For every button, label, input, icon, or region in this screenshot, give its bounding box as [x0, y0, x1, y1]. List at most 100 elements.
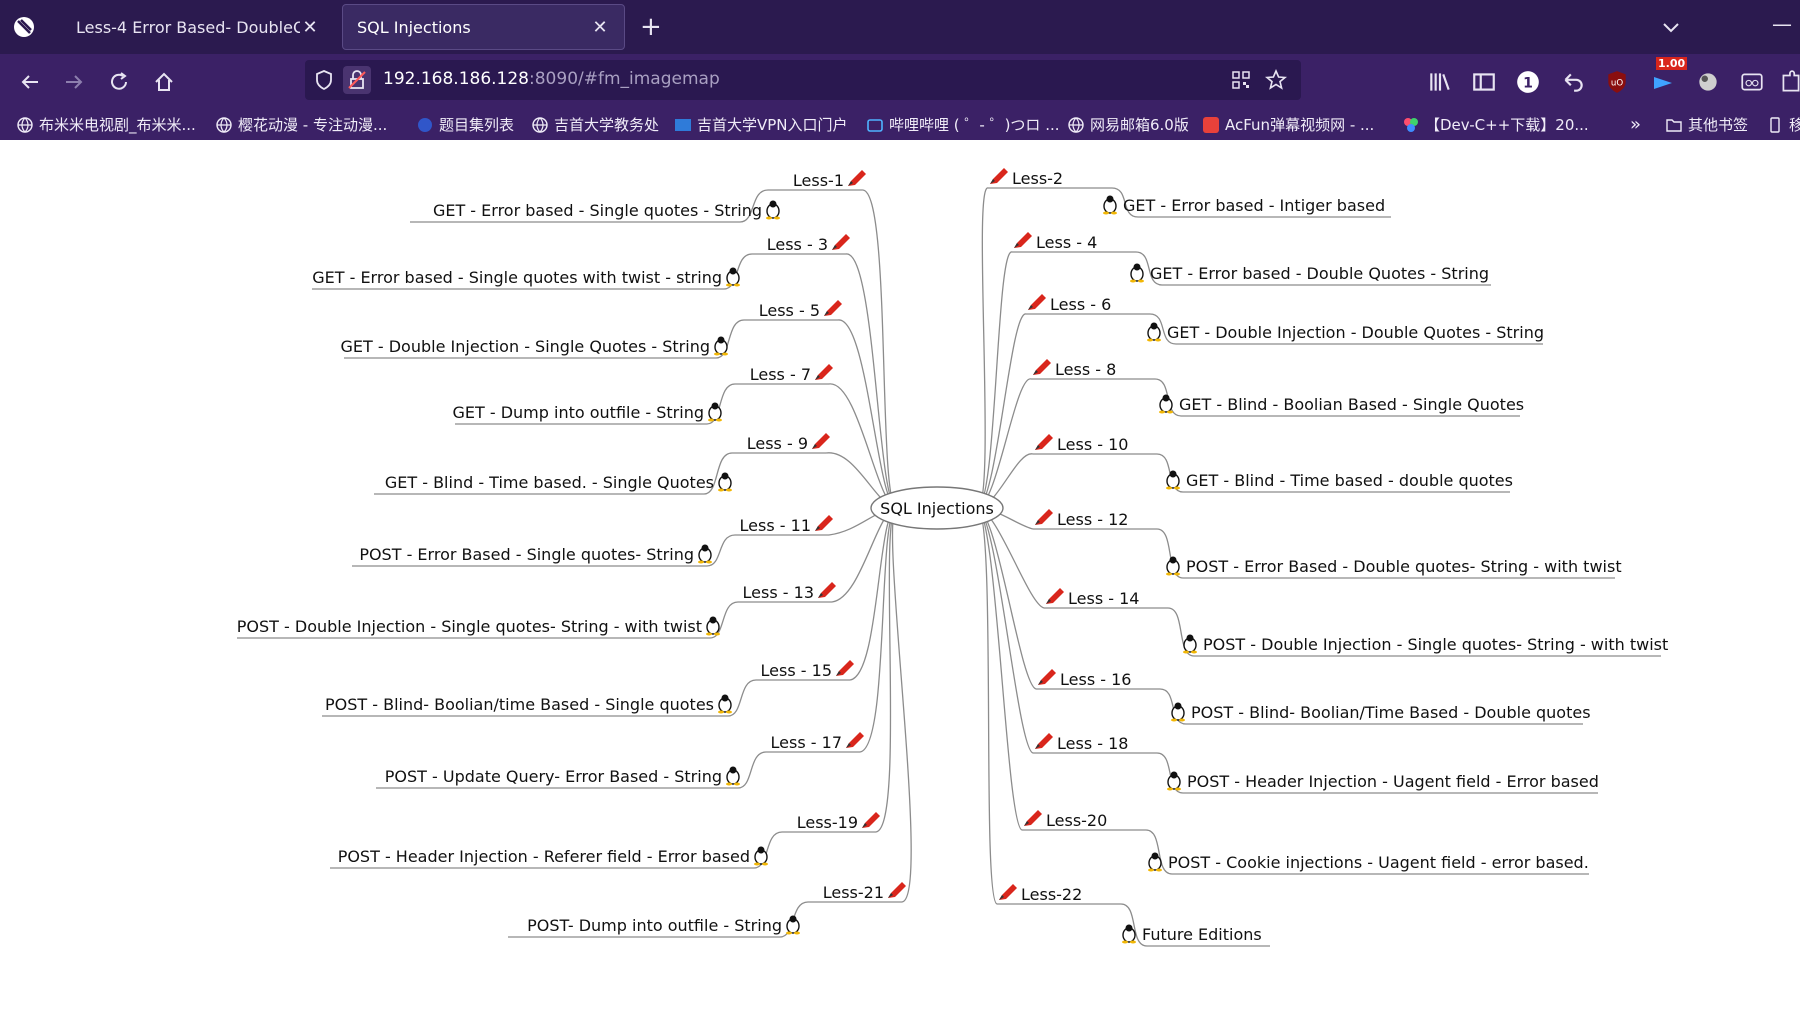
sidebar-icon[interactable] — [1471, 69, 1497, 95]
lesson-title[interactable]: POST - Header Injection - Referer field … — [338, 847, 750, 866]
lesson-title[interactable]: GET - Dump into outfile - String — [452, 403, 704, 422]
lesson-title[interactable]: POST - Blind- Boolian/Time Based - Doubl… — [1191, 703, 1591, 722]
bookmark-item[interactable]: 移 — [1766, 114, 1800, 135]
less-label[interactable]: Less - 5 — [759, 301, 820, 320]
url-text[interactable]: 192.168.186.128:8090/#fm_imagemap — [383, 69, 720, 89]
extensions-puzzle-icon[interactable] — [1778, 69, 1800, 95]
extension-ball-icon[interactable] — [1695, 69, 1721, 95]
extension-badge-button[interactable]: 1.00 — [1648, 57, 1688, 95]
lesson-title[interactable]: Future Editions — [1142, 925, 1262, 944]
linux-penguin-icon — [754, 846, 768, 866]
lesson-title[interactable]: GET - Blind - Time based - double quotes — [1186, 471, 1513, 490]
pencil-icon — [1035, 434, 1053, 450]
chevron-down-icon[interactable] — [1660, 16, 1682, 38]
library-icon[interactable] — [1427, 69, 1453, 95]
lesson-title[interactable]: POST - Double Injection - Single quotes-… — [237, 617, 702, 636]
more-bookmarks-button[interactable]: » — [1630, 114, 1641, 135]
less-label[interactable]: Less-2 — [1012, 169, 1063, 188]
branch-line — [976, 187, 989, 509]
lesson-title[interactable]: GET - Error based - Intiger based — [1123, 196, 1385, 215]
bookmark-item[interactable]: 吉首大学教务处 — [531, 114, 659, 135]
less-label[interactable]: Less - 18 — [1057, 734, 1128, 753]
close-icon[interactable]: ✕ — [302, 16, 318, 38]
shield-icon[interactable] — [313, 69, 335, 91]
less-label[interactable]: Less - 13 — [743, 583, 814, 602]
lesson-title[interactable]: POST - Error Based - Single quotes- Stri… — [359, 545, 694, 564]
star-icon[interactable] — [1265, 69, 1287, 91]
bookmark-item[interactable]: 哔哩哔哩 ( ゜- ゜)つロ ... — [866, 114, 1060, 135]
less-label[interactable]: Less - 4 — [1036, 233, 1097, 252]
qr-code-icon[interactable] — [1231, 70, 1251, 90]
sub-branch-line — [727, 679, 757, 717]
reload-button[interactable] — [106, 69, 132, 95]
less-label[interactable]: Less - 15 — [761, 661, 832, 680]
less-label[interactable]: Less - 11 — [740, 516, 811, 535]
bookmark-item[interactable]: 布米米电视剧_布米米... — [16, 114, 196, 135]
less-label[interactable]: Less - 14 — [1068, 589, 1139, 608]
lesson-title[interactable]: POST - Blind- Boolian/time Based - Singl… — [325, 695, 714, 714]
pencil-icon — [1033, 359, 1051, 375]
lock-icon[interactable] — [343, 66, 371, 94]
undo-icon[interactable] — [1560, 69, 1586, 95]
lesson-title[interactable]: GET - Blind - Boolian Based - Single Quo… — [1179, 395, 1524, 414]
svg-text:uO: uO — [1611, 78, 1623, 88]
lesson-title[interactable]: POST - Header Injection - Uagent field -… — [1187, 772, 1599, 791]
bookmark-item[interactable]: 吉首大学VPN入口门户 — [674, 114, 848, 135]
address-bar[interactable]: 192.168.186.128:8090/#fm_imagemap — [305, 60, 1301, 100]
less-label[interactable]: Less - 16 — [1060, 670, 1131, 689]
center-node[interactable] — [870, 486, 1004, 530]
pencil-icon — [1035, 733, 1053, 749]
less-label[interactable]: Less-19 — [797, 813, 858, 832]
lesson-title[interactable]: GET - Blind - Time based. - Single Quote… — [385, 473, 714, 492]
less-label[interactable]: Less-1 — [793, 171, 844, 190]
less-label[interactable]: Less-21 — [823, 883, 884, 902]
bookmark-item[interactable]: 【Dev-C++下载】20... — [1402, 114, 1589, 135]
less-label[interactable]: Less - 17 — [771, 733, 842, 752]
less-label[interactable]: Less - 7 — [750, 365, 811, 384]
less-label[interactable]: Less - 12 — [1057, 510, 1128, 529]
sub-branch-line — [753, 831, 783, 869]
lesson-title[interactable]: GET - Error based - Single quotes - Stri… — [433, 201, 762, 220]
less-label[interactable]: Less - 10 — [1057, 435, 1128, 454]
lesson-title[interactable]: GET - Double Injection - Double Quotes -… — [1167, 323, 1544, 342]
lesson-title[interactable]: POST- Dump into outfile - String — [527, 916, 782, 935]
lesson-title[interactable]: GET - Error based - Double Quotes - Stri… — [1150, 264, 1489, 283]
less-label[interactable]: Less - 8 — [1055, 360, 1116, 379]
close-icon[interactable]: ✕ — [592, 16, 608, 38]
back-button[interactable] — [17, 69, 43, 95]
pencil-icon — [832, 234, 850, 250]
lesson-title[interactable]: POST - Double Injection - Single quotes-… — [1203, 635, 1668, 654]
less-label[interactable]: Less-20 — [1046, 811, 1107, 830]
minimize-button[interactable]: — — [1772, 12, 1792, 36]
bookmark-item[interactable]: 樱花动漫 - 专注动漫... — [215, 114, 387, 135]
less-label[interactable]: Less-22 — [1021, 885, 1082, 904]
bookmark-item[interactable]: AcFun弹幕视频网 - ... — [1202, 114, 1374, 135]
lesson-title[interactable]: POST - Cookie injections - Uagent field … — [1168, 853, 1589, 872]
bookmark-item[interactable]: 网易邮箱6.0版 — [1067, 114, 1189, 135]
lesson-title[interactable]: GET - Error based - Single quotes with t… — [312, 268, 722, 287]
branch-line — [976, 507, 1037, 690]
less-label[interactable]: Less - 3 — [767, 235, 828, 254]
lesson-title[interactable]: GET - Double Injection - Single Quotes -… — [341, 337, 711, 356]
bookmark-folder[interactable]: 其他书签 — [1665, 114, 1748, 135]
ublock-icon[interactable]: uO — [1604, 69, 1630, 95]
less-label[interactable]: Less - 9 — [747, 434, 808, 453]
password-manager-icon[interactable]: 1 — [1515, 69, 1541, 95]
center-node-label: SQL Injections — [880, 499, 994, 518]
extension-icon — [1654, 77, 1672, 89]
branch-line — [859, 507, 898, 753]
extension-glasses-icon[interactable] — [1739, 69, 1765, 95]
pencil-icon — [888, 882, 906, 898]
sub-branch-line — [709, 601, 739, 639]
new-tab-button[interactable]: + — [640, 12, 662, 42]
less-label[interactable]: Less - 6 — [1050, 295, 1111, 314]
home-icon — [155, 72, 173, 91]
linux-penguin-icon — [1166, 556, 1180, 576]
forward-button[interactable] — [61, 69, 87, 95]
tab-sql-injections[interactable]: SQL Injections ✕ — [342, 4, 625, 50]
home-button[interactable] — [151, 69, 177, 95]
bookmark-item[interactable]: 题目集列表 — [416, 114, 514, 135]
lesson-title[interactable]: POST - Update Query- Error Based - Strin… — [385, 767, 722, 786]
lesson-title[interactable]: POST - Error Based - Double quotes- Stri… — [1186, 557, 1622, 576]
